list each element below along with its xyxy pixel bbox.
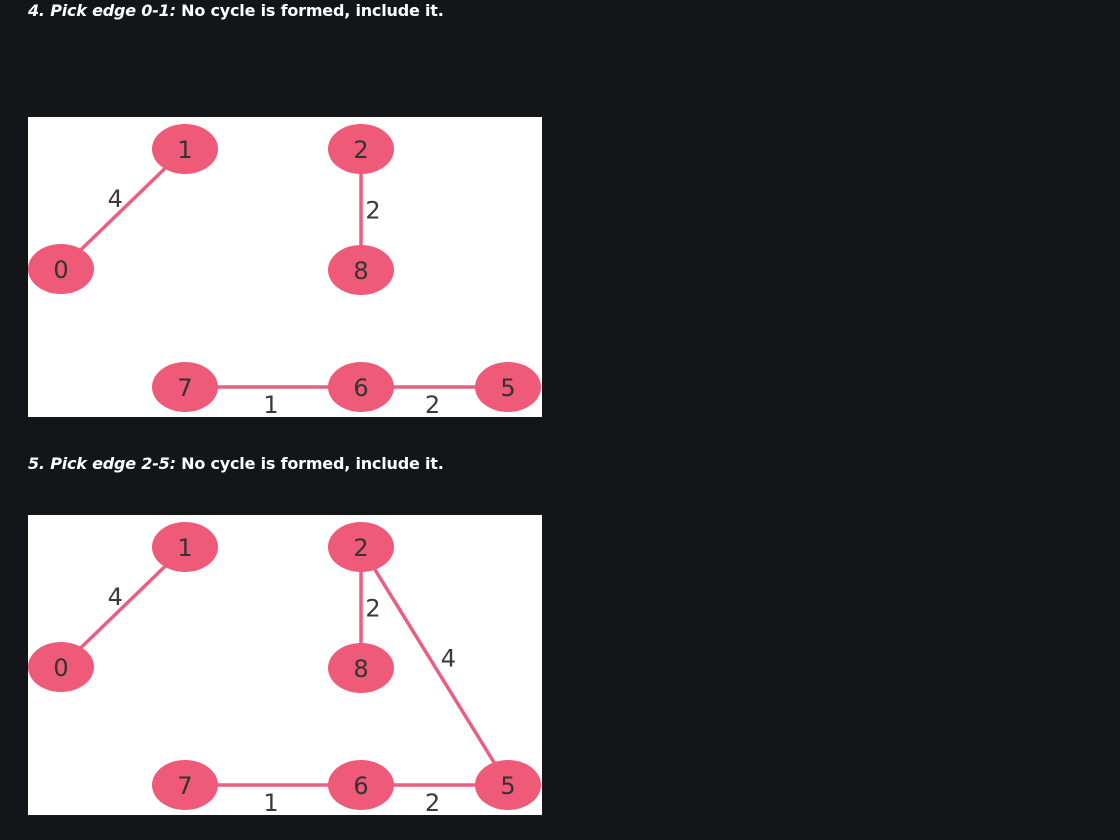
node-8-circle [328,643,394,693]
node-0-label: 0 [53,654,68,682]
step-5-number: 5. [28,454,45,473]
step-4-number: 4. [28,1,45,20]
step-5-text: 5. Pick edge 2-5: No cycle is formed, in… [28,454,444,474]
node-6-label: 6 [353,374,368,402]
node-8: 8 [328,245,394,295]
edge-2-5 [359,545,510,787]
edge-weight-6-5: 2 [425,789,440,815]
edge-weight-0-1: 4 [108,185,123,213]
node-1-label: 1 [177,534,192,562]
node-8: 8 [328,643,394,693]
edges [59,147,510,389]
edge-0-1 [59,545,187,669]
node-1-label: 1 [177,136,192,164]
node-5: 5 [475,760,541,810]
step-5-label: Pick edge 2-5: [50,454,176,473]
node-0-circle [28,642,94,692]
node-7: 7 [152,362,218,412]
edge-0-1 [59,147,187,271]
node-8-label: 8 [353,655,368,683]
node-1-circle [152,522,218,572]
node-8-label: 8 [353,257,368,285]
node-5-circle [475,362,541,412]
node-2: 2 [328,522,394,572]
weight-labels: 4 2 1 2 [108,185,441,417]
node-0: 0 [28,642,94,692]
node-0: 0 [28,244,94,294]
node-7-circle [152,760,218,810]
edge-weight-2-5: 4 [441,645,456,673]
weight-labels: 4 2 4 1 2 [108,583,456,815]
nodes: 0 1 2 5 6 7 8 [28,124,541,412]
node-2-circle [328,522,394,572]
edge-weight-0-1: 4 [108,583,123,611]
node-7: 7 [152,760,218,810]
edge-weight-6-5: 2 [425,391,440,417]
node-5-label: 5 [500,374,515,402]
node-8-circle [328,245,394,295]
node-6: 6 [328,362,394,412]
node-7-label: 7 [177,772,192,800]
node-6-label: 6 [353,772,368,800]
edge-weight-2-8: 2 [365,197,380,225]
node-1: 1 [152,124,218,174]
node-5-label: 5 [500,772,515,800]
node-2-label: 2 [353,136,368,164]
step-4-text: 4. Pick edge 0-1: No cycle is formed, in… [28,1,444,21]
edge-weight-7-6: 1 [263,789,278,815]
step-4-graph-svg: 0 1 2 5 6 7 8 4 2 1 2 [28,124,541,417]
step-5-graph: 0 1 2 5 6 7 8 4 2 4 1 2 [28,515,542,815]
edge-weight-2-8: 2 [365,595,380,623]
node-7-label: 7 [177,374,192,402]
node-2: 2 [328,124,394,174]
node-2-label: 2 [353,534,368,562]
step-5-graph-svg: 0 1 2 5 6 7 8 4 2 4 1 2 [28,522,541,815]
node-6-circle [328,362,394,412]
step-4-label: Pick edge 0-1: [50,1,176,20]
step-5-description: No cycle is formed, include it. [181,454,444,473]
nodes: 0 1 2 5 6 7 8 [28,522,541,810]
step-4-description: No cycle is formed, include it. [181,1,444,20]
node-0-label: 0 [53,256,68,284]
node-5: 5 [475,362,541,412]
step-4-graph: 0 1 2 5 6 7 8 4 2 1 2 [28,117,542,417]
node-7-circle [152,362,218,412]
node-1-circle [152,124,218,174]
node-1: 1 [152,522,218,572]
node-5-circle [475,760,541,810]
node-6: 6 [328,760,394,810]
node-0-circle [28,244,94,294]
node-6-circle [328,760,394,810]
node-2-circle [328,124,394,174]
edge-weight-7-6: 1 [263,391,278,417]
